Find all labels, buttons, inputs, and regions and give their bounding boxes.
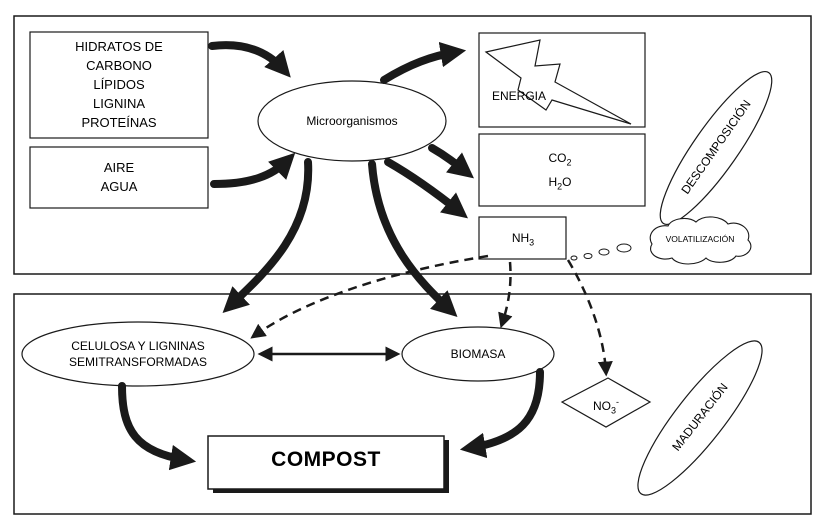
inputs-line: HIDRATOS DE (75, 39, 163, 54)
bubble (598, 248, 610, 256)
co2-label: CO2 (548, 151, 572, 168)
nitrate-diamond (560, 377, 652, 428)
bubble (570, 255, 578, 261)
microorganisms-ellipse (257, 80, 447, 162)
energy-label: ENERGIA (491, 89, 546, 103)
maturation-panel (13, 293, 812, 515)
microorganisms-label: Microorganismos (306, 114, 398, 128)
volatilization-cloud (649, 216, 752, 265)
arrow-micro-to-energy (380, 41, 467, 84)
inputs-line: PROTEÍNAS (81, 115, 157, 130)
energy-box (478, 32, 646, 128)
dashed-arrow-nh3-to-nitrate (566, 259, 613, 377)
water-line: AGUA (100, 179, 138, 194)
arrow-air-to-micro (210, 152, 296, 188)
arrow-inputs-to-micro (208, 41, 291, 78)
inputs-line: CARBONO (86, 58, 152, 73)
inputs-box (29, 31, 209, 139)
nitrate-label: NO3- (592, 397, 619, 416)
biomass-label: BIOMASA (450, 347, 506, 361)
arrow-biomass-to-compost (459, 368, 544, 459)
compost-box (207, 435, 445, 490)
arrow-micro-to-biomass (368, 160, 458, 317)
compost-label: COMPOST (271, 448, 381, 471)
inputs-line: LIGNINA (92, 96, 145, 111)
dashed-arrow-nh3-to-biomass (498, 261, 513, 329)
ammonia-box (478, 216, 567, 260)
arrow-micro-to-gases (428, 144, 474, 179)
dashed-arrow-nh3-to-cellulose (250, 254, 489, 339)
biomass-ellipse (401, 326, 555, 382)
ammonia-label: NH3 (511, 231, 535, 248)
maturation-ellipse (637, 340, 763, 496)
cellulose-text: CELULOSA Y LIGNINAS SEMITRANSFORMADAS (22, 338, 254, 370)
arrow-micro-to-ammonia (384, 158, 468, 219)
gases-box (478, 133, 646, 207)
volatilization-label: VOLATILIZACIÓN (665, 234, 735, 244)
decomposition-ellipse (659, 70, 773, 226)
bubble (583, 253, 593, 259)
h2o-label: H2O (548, 175, 572, 192)
lightning-bolt-icon (484, 39, 632, 125)
arrow-micro-to-cellulose (222, 158, 313, 314)
cellulose-line: SEMITRANSFORMADAS (68, 355, 207, 369)
inputs-line: LÍPIDOS (93, 77, 145, 92)
air-water-text: AIRE AGUA (30, 158, 208, 196)
arrow-cellulose-to-compost (118, 382, 197, 471)
inputs-box-text: HIDRATOS DE CARBONO LÍPIDOS LIGNINA PROT… (30, 37, 208, 132)
bubble (616, 243, 632, 253)
air-water-box (29, 146, 209, 209)
cellulose-line: CELULOSA Y LIGNINAS (71, 339, 205, 353)
cellulose-ellipse (21, 321, 255, 387)
air-line: AIRE (103, 160, 135, 175)
